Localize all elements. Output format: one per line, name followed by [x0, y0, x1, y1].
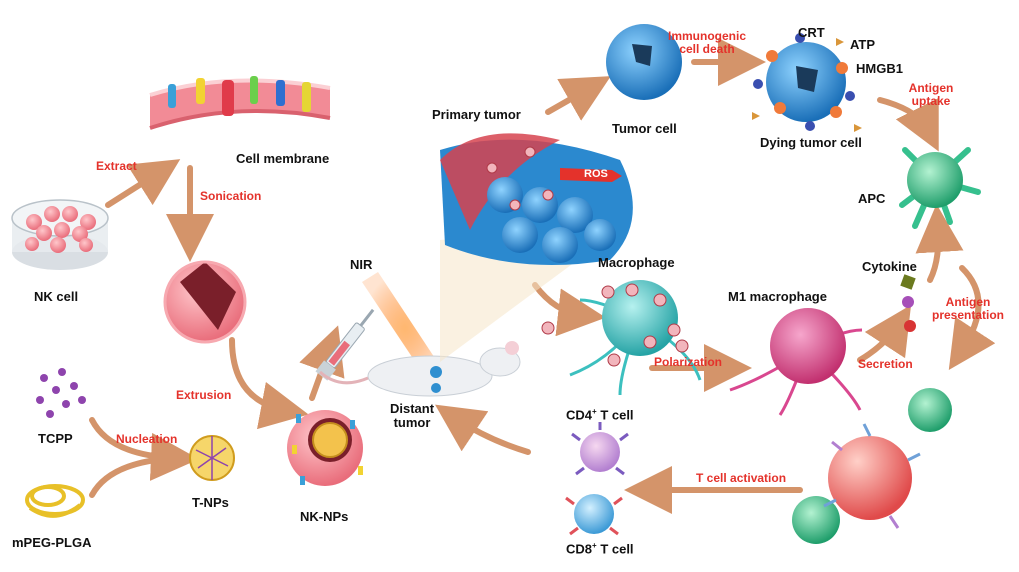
label-tcpp: TCPP: [38, 431, 73, 446]
label-antigen-presentation: Antigen presentation: [931, 295, 1004, 322]
cytokines: [900, 274, 916, 332]
label-t-cell-activation: T cell activation: [696, 471, 787, 485]
arrow-secretion: [857, 304, 912, 363]
arrow-primary-tumor: [545, 76, 611, 121]
label-polarization: Polarization: [654, 355, 723, 369]
label-nucleation: Nucleation: [116, 432, 178, 446]
cd8-t-cell: [565, 494, 623, 536]
label-distant-tumor: Distant tumor: [389, 401, 435, 430]
label-crt: CRT: [798, 25, 825, 40]
label-cytokine: Cytokine: [862, 259, 917, 274]
nk-nps-particle: [287, 410, 363, 486]
dying-tumor-cell: [752, 33, 862, 132]
label-mpeg-plga: mPEG-PLGA: [12, 535, 92, 550]
arrow-extract: [105, 159, 181, 208]
arrow-antigen-presentation: [948, 265, 996, 371]
label-t-nps: T-NPs: [192, 495, 229, 510]
label-tumor-cell: Tumor cell: [612, 121, 677, 136]
apc-cell: [899, 147, 981, 229]
arrow-cytokine-apc: [915, 204, 964, 283]
label-nk-cell: NK cell: [34, 289, 79, 304]
arrow-mpeg-nucleation: [89, 455, 178, 498]
syringe: [315, 308, 375, 381]
label-cd4-t-cell: CD4+ T cell: [566, 407, 634, 423]
arrow-tcell-to-mouse: [435, 404, 531, 455]
label-cd8-t-cell: CD8+ T cell: [566, 541, 634, 557]
m1-macrophage: [729, 308, 863, 416]
label-extract: Extract: [96, 159, 137, 173]
label-immunogenic-cell-death: Immunogenic cell death: [667, 29, 746, 56]
label-extrusion: Extrusion: [176, 388, 232, 402]
cd4-t-cell: [571, 422, 629, 476]
mouse: [318, 341, 521, 397]
t-nps-particle: [189, 435, 235, 481]
nk-cell-dish: [11, 199, 109, 270]
label-cell-membrane: Cell membrane: [236, 151, 330, 166]
label-primary-tumor: Primary tumor: [432, 107, 521, 122]
tumor-cell: [606, 24, 682, 100]
label-ros: ROS: [584, 168, 608, 180]
tcpp-molecules: [36, 368, 86, 418]
label-secretion: Secretion: [858, 357, 913, 371]
arrow-antigen-uptake: [877, 97, 939, 152]
macrophage: [541, 280, 702, 396]
label-nir: NIR: [350, 257, 373, 272]
membrane-vesicle: [163, 260, 247, 344]
label-antigen-uptake: Antigen uptake: [908, 81, 954, 108]
label-macrophage: Macrophage: [598, 255, 675, 270]
t-cell-activation-cluster: [792, 388, 952, 544]
label-sonication: Sonication: [200, 189, 262, 203]
arrow-to-macrophage: [532, 282, 606, 337]
label-atp: ATP: [850, 37, 876, 52]
label-nk-nps: NK-NPs: [300, 509, 349, 524]
arrow-extrusion: [229, 337, 309, 430]
label-hmgb1: HMGB1: [856, 61, 903, 76]
label-dying-tumor-cell: Dying tumor cell: [760, 135, 862, 150]
label-apc: APC: [858, 191, 886, 206]
primary-tumor-zoom: [440, 133, 633, 265]
mpeg-plga-polymer: [25, 484, 85, 518]
label-m1-macrophage: M1 macrophage: [728, 289, 827, 304]
membrane-proteins: [168, 76, 311, 116]
cell-membrane-sheet: [149, 76, 331, 130]
